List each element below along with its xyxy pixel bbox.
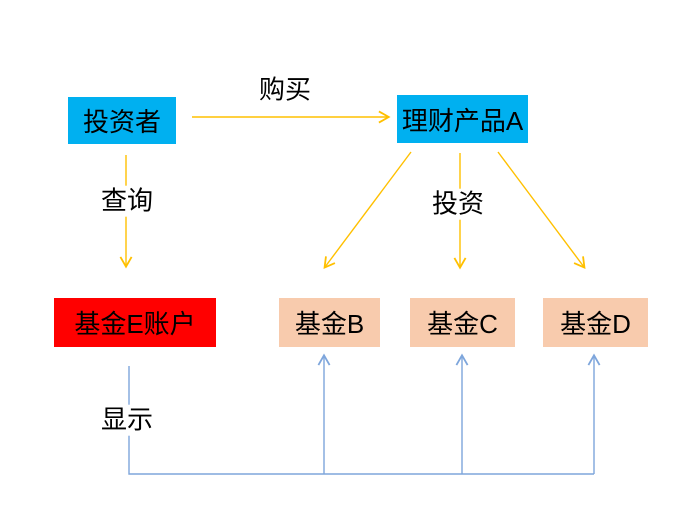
node-fund-d: 基金D: [543, 298, 648, 347]
edge-label-query: 查询: [97, 185, 157, 217]
edge-label-display: 显示: [97, 404, 157, 436]
edge-label-invest: 投资: [428, 188, 488, 220]
node-fund-b: 基金B: [279, 298, 380, 347]
display-connector: [128, 366, 594, 475]
invest-arrow-right: [497, 151, 586, 270]
node-investor: 投资者: [68, 97, 176, 144]
edge-label-buy: 购买: [255, 74, 315, 106]
node-product-a: 理财产品A: [397, 95, 528, 143]
node-fund-e-account: 基金E账户: [54, 298, 216, 347]
invest-arrow-left: [323, 151, 412, 270]
node-fund-c: 基金C: [410, 298, 515, 347]
